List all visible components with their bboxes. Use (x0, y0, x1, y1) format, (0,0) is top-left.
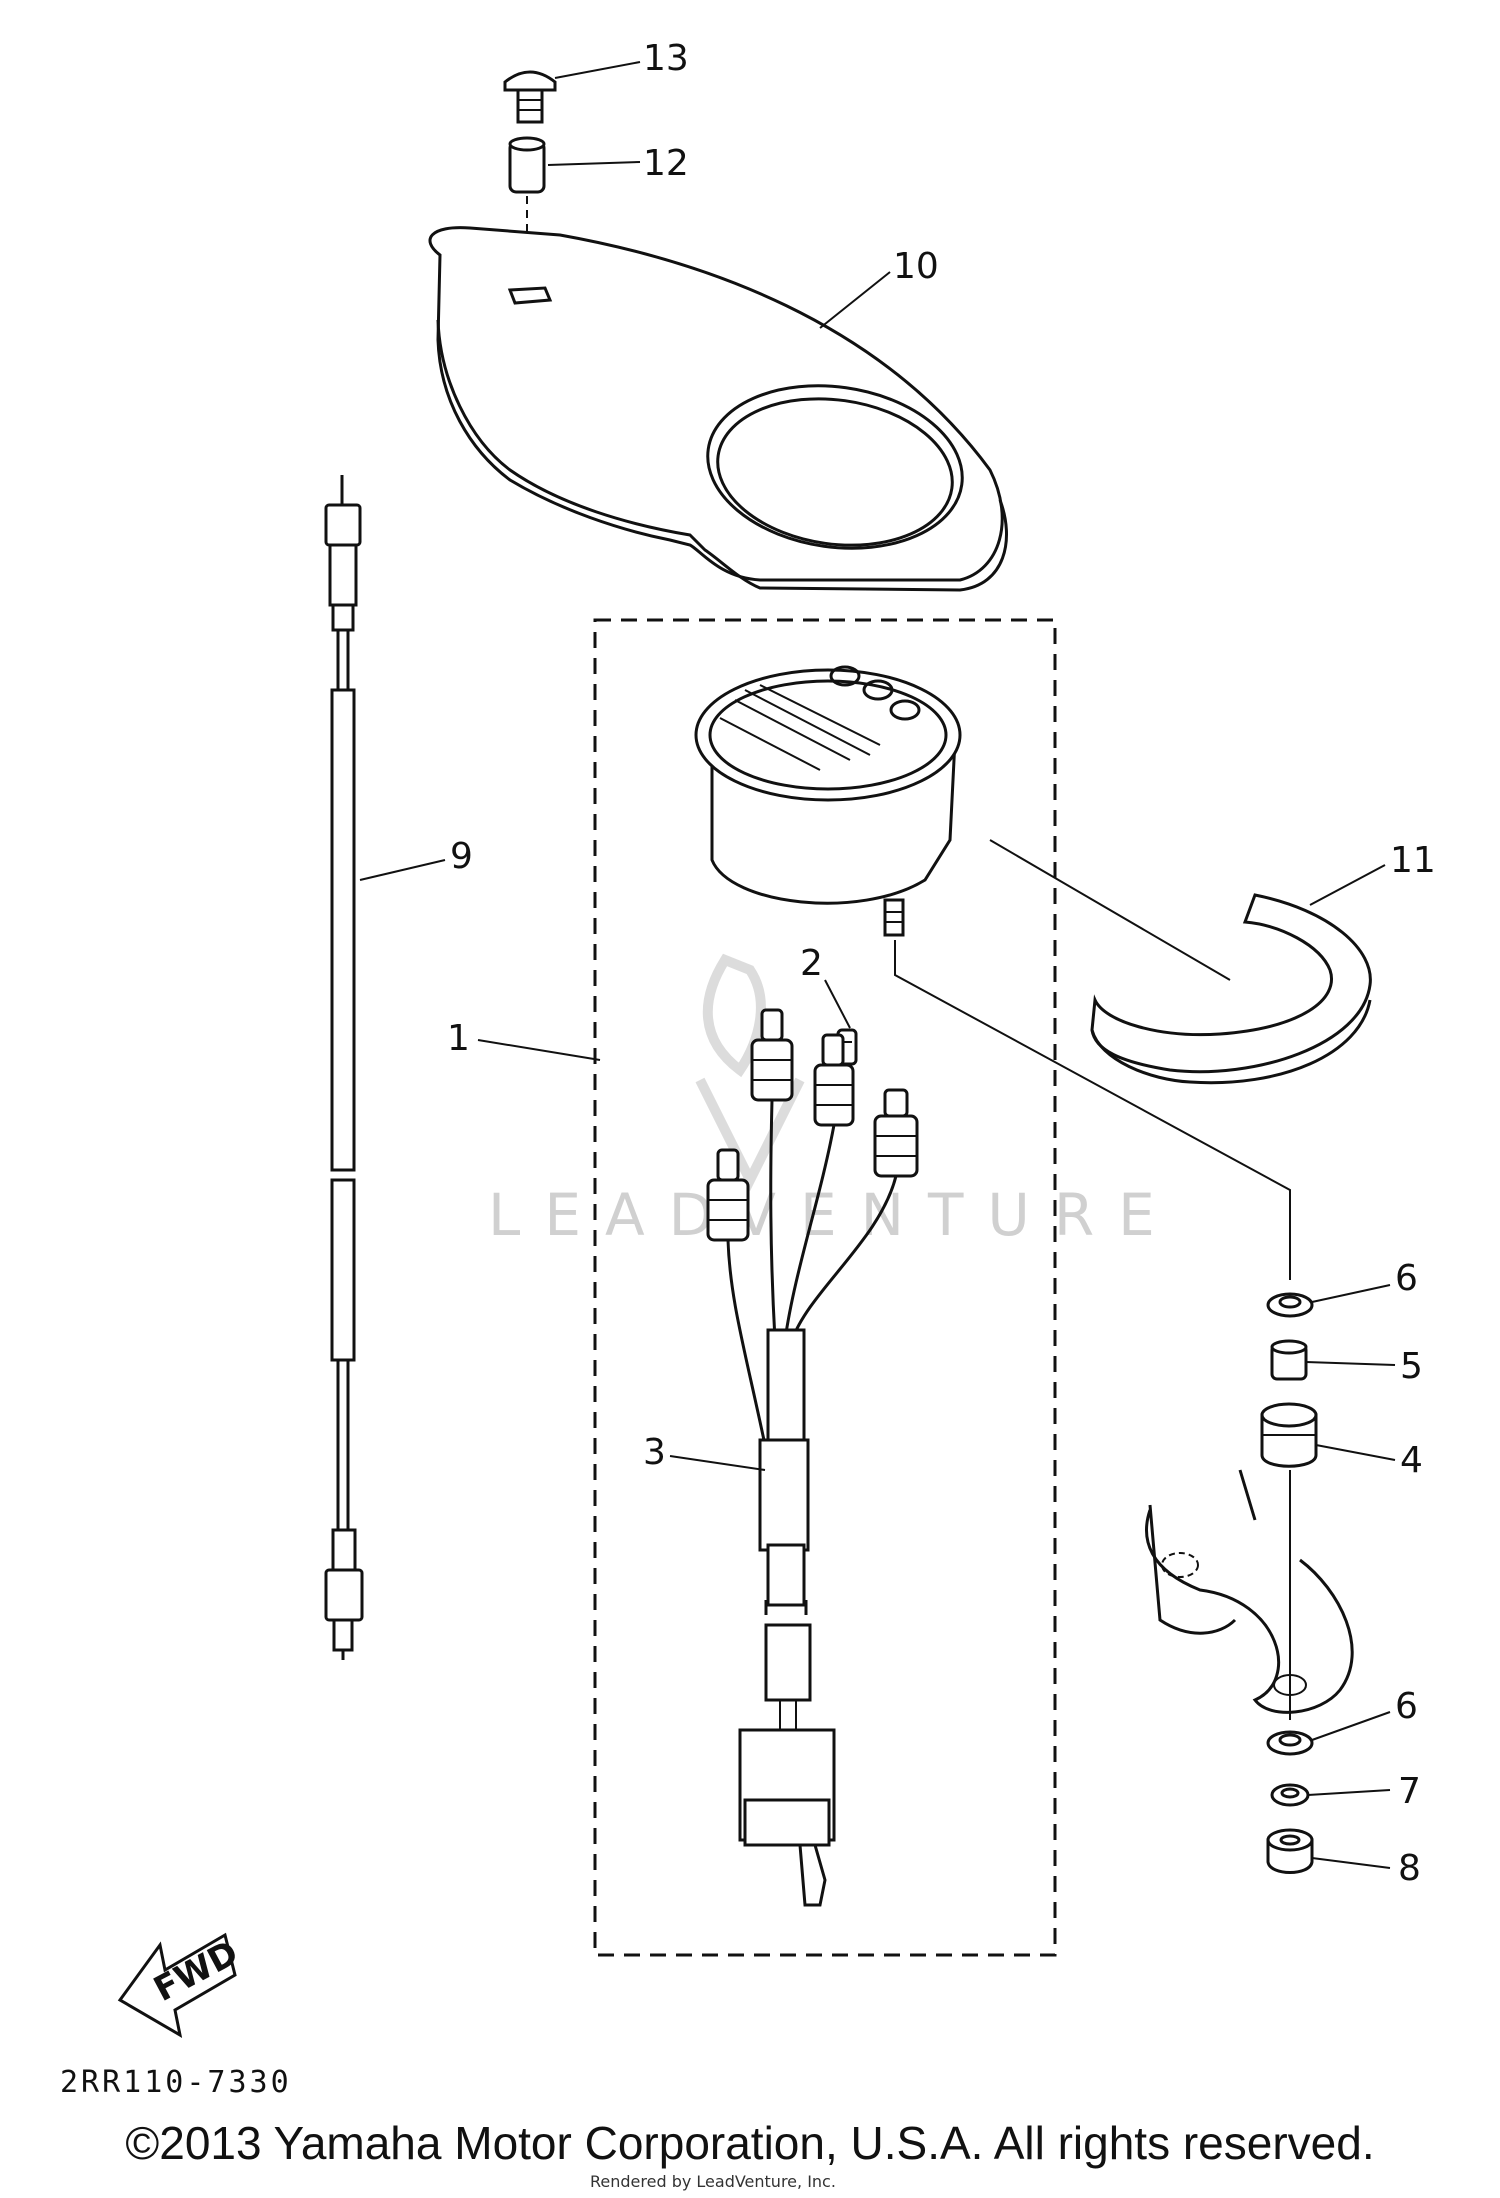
label-1: 1 (447, 1018, 470, 1059)
label-2: 2 (800, 943, 823, 984)
part-9-cable[interactable] (324, 475, 364, 1660)
label-5: 5 (1400, 1346, 1423, 1387)
rendered-by-note: Rendered by LeadVenture, Inc. (590, 2172, 836, 2191)
part-5-collar[interactable] (1270, 1339, 1308, 1381)
part-7-lock-washer[interactable] (1270, 1783, 1310, 1807)
drawing-code: 2RR110-7330 (60, 2065, 292, 2100)
assembly-box-1 (593, 618, 1057, 1957)
part-12-collar[interactable] (508, 136, 546, 194)
label-8: 8 (1398, 1848, 1421, 1889)
label-9: 9 (450, 836, 473, 877)
mounting-bracket (1145, 1469, 1354, 1714)
part-4-grommet[interactable] (1260, 1402, 1318, 1468)
assembly-line-11 (989, 839, 1231, 981)
label-12: 12 (643, 143, 689, 184)
part-13-screw[interactable] (503, 70, 557, 124)
leader-lines (359, 61, 1396, 1869)
label-6-upper: 6 (1395, 1258, 1418, 1299)
part-10-meter-cover[interactable] (428, 226, 1008, 592)
label-6-lower: 6 (1395, 1686, 1418, 1727)
assembly-line-stud (894, 940, 1291, 1280)
fwd-arrow-icon: FWD (117, 1932, 245, 2038)
label-3: 3 (643, 1432, 666, 1473)
watermark-text: LEADVENTURE (488, 1181, 1179, 1249)
label-4: 4 (1400, 1440, 1423, 1481)
part-3-harness[interactable] (706, 1008, 919, 1907)
part-6-washer-upper[interactable] (1266, 1292, 1314, 1318)
label-13: 13 (643, 38, 689, 79)
part-11-bracket[interactable] (1090, 893, 1372, 1085)
leadventure-watermark: LEADVENTURE (488, 953, 1179, 1249)
label-7: 7 (1398, 1771, 1421, 1812)
label-10: 10 (893, 246, 939, 287)
part-8-nut[interactable] (1266, 1828, 1314, 1874)
copyright-notice: ©2013 Yamaha Motor Corporation, U.S.A. A… (125, 2117, 1375, 2169)
part-6-washer-lower[interactable] (1266, 1730, 1314, 1756)
label-11: 11 (1390, 840, 1436, 881)
part-1-meter-assembly[interactable] (694, 665, 962, 937)
